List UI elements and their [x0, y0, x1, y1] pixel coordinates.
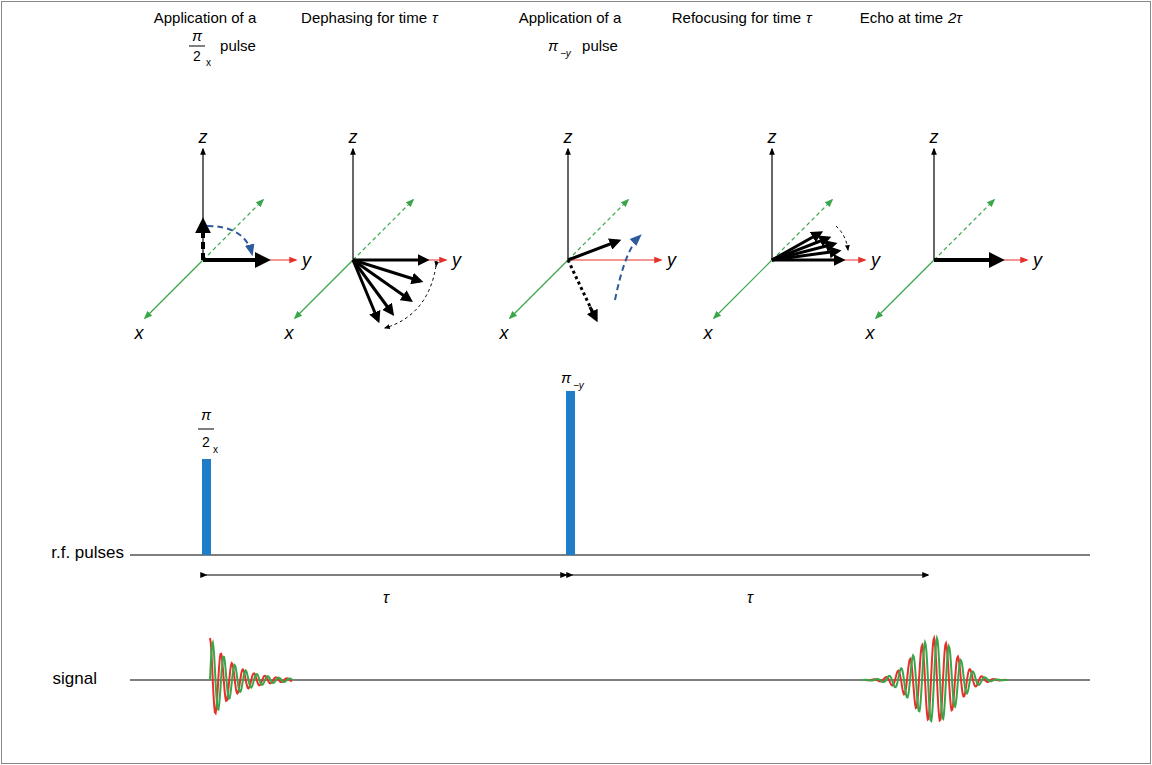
axis-label: x: [500, 324, 509, 344]
panel-title: Refocusing for time: [672, 10, 801, 27]
y-axis: [934, 259, 1027, 260]
panel-title: pulse: [582, 38, 618, 55]
panel-title: Application of a: [154, 10, 257, 27]
title-symbol: τ: [432, 10, 438, 27]
panel-title: Echo at time: [860, 10, 943, 27]
signal-trace: [210, 643, 292, 710]
x-axis-dashed: [934, 200, 994, 260]
axis-label: z: [768, 128, 777, 148]
x-axis: [714, 260, 772, 318]
title-symbol: 2: [193, 49, 201, 64]
z-axis: [202, 149, 203, 260]
pulse-label: π: [201, 407, 211, 424]
panel-title: Dephasing for time: [301, 10, 427, 27]
subscript: −y: [560, 48, 571, 59]
z-axis: [352, 149, 353, 260]
axis-label: x: [704, 324, 713, 344]
signal-trace: [862, 638, 1008, 721]
axis-label: y: [452, 251, 461, 271]
x-axis: [510, 260, 568, 318]
title-symbol: π: [548, 38, 558, 55]
x-axis-dashed: [568, 200, 628, 260]
axis-label: x: [285, 324, 294, 344]
axis-label: z: [199, 128, 208, 148]
axis-label: y: [667, 251, 676, 271]
x-axis-dashed: [353, 200, 413, 260]
subscript: −y: [573, 380, 584, 391]
panel-title: pulse: [220, 38, 256, 55]
axis-label: y: [302, 251, 311, 271]
row-label: signal: [53, 670, 97, 689]
title-symbol: π: [192, 28, 202, 45]
y-axis: [203, 259, 296, 260]
axis-label: x: [135, 324, 144, 344]
axis-label: z: [564, 128, 573, 148]
z-axis: [567, 149, 568, 260]
axis-label: y: [871, 251, 880, 271]
x-axis-dashed: [203, 200, 263, 260]
subscript: x: [206, 57, 211, 68]
signal-trace: [210, 638, 292, 713]
signal-trace: [862, 638, 1008, 720]
pulse-label: π: [561, 370, 571, 387]
axis-label: z: [349, 128, 358, 148]
axis-label: z: [930, 128, 939, 148]
time-label: τ: [383, 589, 389, 607]
panel-title: Application of a: [519, 10, 622, 27]
pulse-label: 2: [202, 435, 210, 450]
row-label: r.f. pulses: [51, 544, 124, 563]
axis-label: x: [866, 324, 875, 344]
z-axis: [933, 149, 934, 260]
title-symbol: τ: [806, 10, 812, 27]
x-axis: [145, 260, 203, 318]
title-symbol: 2τ: [948, 10, 962, 27]
x-axis: [876, 260, 934, 318]
time-label: τ: [747, 589, 753, 607]
subscript: x: [213, 444, 218, 455]
axis-label: y: [1033, 251, 1042, 271]
y-axis: [353, 259, 446, 260]
z-axis: [771, 149, 772, 260]
y-axis: [568, 259, 661, 260]
